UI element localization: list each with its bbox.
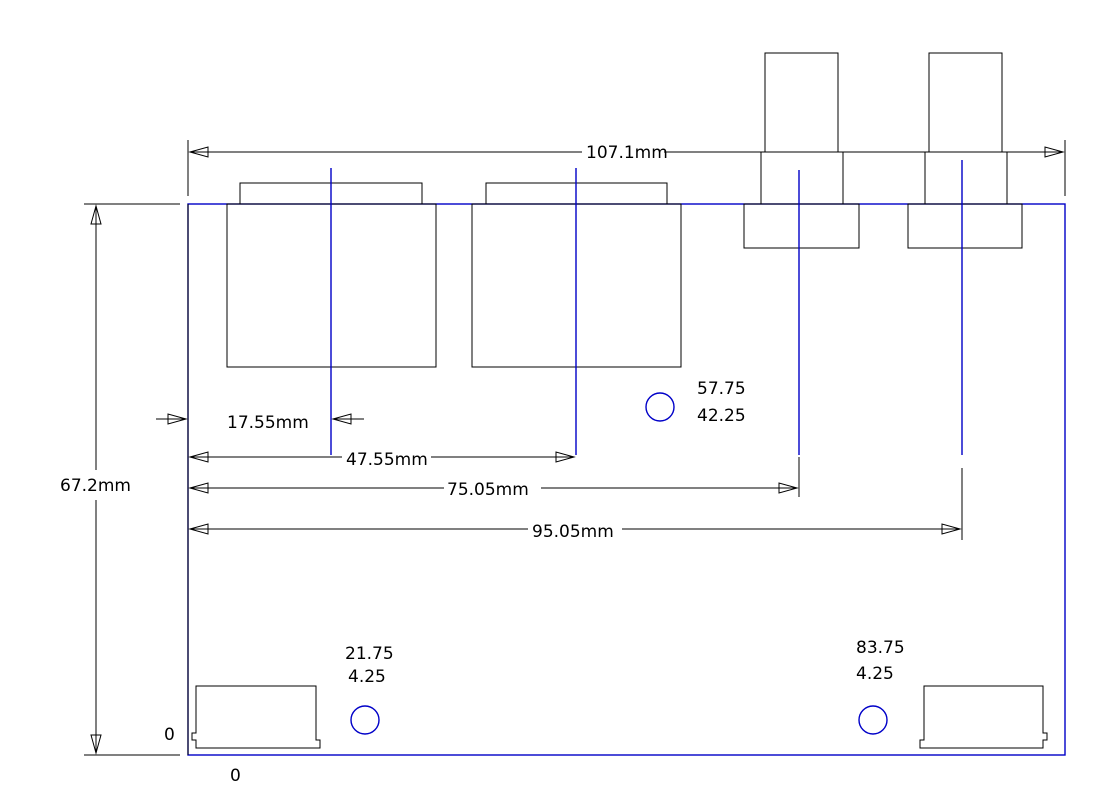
origin-x-label: 0 bbox=[230, 766, 241, 786]
dimension-75-label: 75.05mm bbox=[447, 480, 529, 500]
dimension-overall-height-label: 67.2mm bbox=[60, 476, 131, 496]
dimension-47 bbox=[188, 451, 576, 463]
hole-1-y-label: 42.25 bbox=[697, 406, 746, 426]
hole-2-x-label: 21.75 bbox=[345, 644, 394, 664]
dimension-17 bbox=[156, 413, 364, 425]
mounting-hole-1 bbox=[645, 392, 675, 422]
origin-y-label: 0 bbox=[164, 725, 175, 745]
dimension-95 bbox=[188, 468, 963, 540]
dimension-95-label: 95.05mm bbox=[532, 522, 614, 542]
dimension-overall-width-label: 107.1mm bbox=[586, 143, 668, 163]
hole-2-y-label: 4.25 bbox=[348, 667, 386, 687]
hole-3-x-label: 83.75 bbox=[856, 638, 905, 658]
hole-3-y-label: 4.25 bbox=[856, 664, 894, 684]
mounting-hole-2 bbox=[350, 705, 380, 735]
bottom-left-connector bbox=[191, 685, 321, 749]
dimension-75 bbox=[188, 457, 800, 497]
mounting-hole-3 bbox=[858, 705, 888, 735]
dimension-17-label: 17.55mm bbox=[227, 413, 309, 433]
board-outline bbox=[187, 203, 1066, 756]
bottom-right-connector bbox=[919, 685, 1048, 749]
bnc-connector-2 bbox=[907, 52, 1023, 249]
bnc-connector-1 bbox=[743, 52, 860, 249]
hole-1-x-label: 57.75 bbox=[697, 379, 746, 399]
dimension-overall-width bbox=[187, 140, 1066, 196]
dimension-overall-height bbox=[84, 203, 180, 756]
dimension-47-label: 47.55mm bbox=[346, 450, 428, 470]
